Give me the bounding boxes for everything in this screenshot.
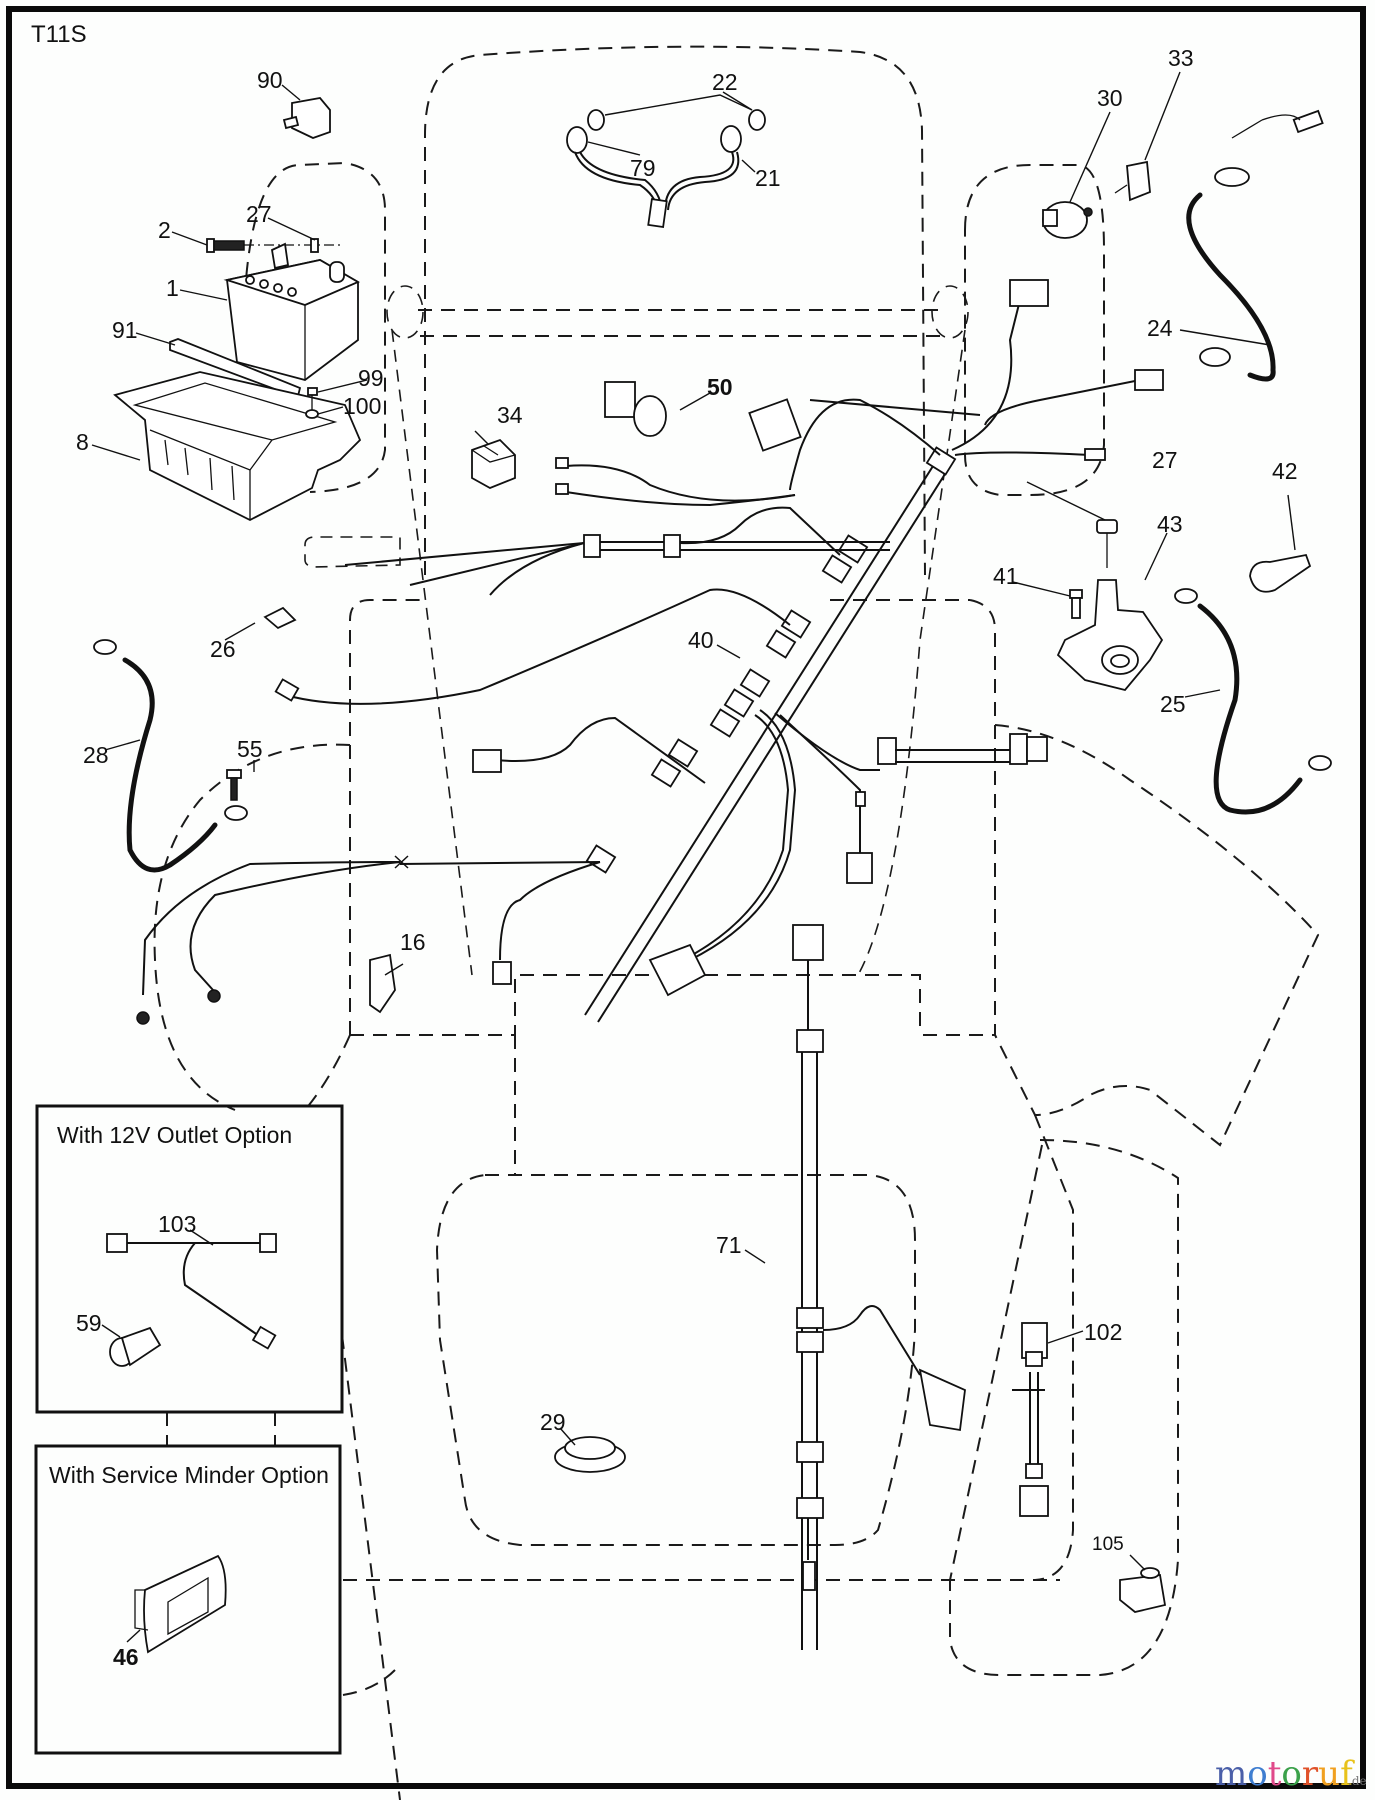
callout-1: 1	[166, 275, 179, 301]
part-28-ground-cable-icon	[93, 639, 248, 873]
svg-text:motoruf: motoruf	[1215, 1754, 1355, 1794]
part-30-ignition-switch-icon	[1042, 201, 1093, 239]
callout-21: 21	[755, 165, 781, 191]
callout-41: 41	[993, 563, 1019, 589]
part-79-socket-icon	[566, 125, 742, 154]
callout-46: 46	[113, 1644, 139, 1670]
part-102-adapter-harness-icon	[1012, 1322, 1049, 1517]
callout-8: 8	[76, 429, 89, 455]
part-21-headlight-harness-icon	[574, 151, 740, 229]
callout-26: 26	[210, 636, 236, 662]
part-71-harness-icon	[792, 924, 966, 1650]
part-8-battery-tray-icon	[113, 371, 362, 522]
part-100-washer-icon	[305, 409, 319, 419]
part-26-fuse-icon	[263, 606, 297, 630]
callout-24: 24	[1147, 315, 1173, 341]
callout-16: 16	[400, 929, 426, 955]
option-title-12v-outlet: With 12V Outlet Option	[57, 1122, 292, 1148]
part-29-horn-icon	[554, 1436, 626, 1473]
option-box-service-minder: With Service Minder Option	[34, 1444, 342, 1755]
callout-99: 99	[358, 365, 384, 391]
callout-90: 90	[257, 67, 283, 93]
callout-29: 29	[540, 1409, 566, 1435]
part-59-outlet-icon	[109, 1326, 162, 1367]
part-22-bulb-icon	[587, 94, 766, 131]
option-box-12v-outlet: With 12V Outlet Option	[35, 1104, 344, 1414]
callout-79: 79	[630, 155, 656, 181]
callout-103: 103	[158, 1211, 196, 1237]
watermark-letter: f	[1340, 1754, 1355, 1794]
chassis-outline	[153, 45, 1320, 1800]
watermark-letter: o	[1247, 1754, 1267, 1794]
part-50-pto-knob-icon	[604, 381, 667, 437]
watermark-suffix: .de	[1348, 1774, 1367, 1788]
part-34-switch-icon	[471, 438, 516, 489]
option-title-service-minder: With Service Minder Option	[49, 1462, 329, 1488]
callout-71: 71	[716, 1232, 742, 1258]
part-103-outlet-harness-icon	[106, 1233, 277, 1350]
callout-34: 34	[497, 402, 523, 428]
part-16-relay-icon	[369, 953, 396, 1014]
callout-91: 91	[112, 317, 138, 343]
callout-27-solenoid: 27	[1152, 447, 1178, 473]
part-25-cable-icon	[1174, 588, 1332, 815]
watermark-logo: motoruf .de	[1215, 1754, 1367, 1794]
part-41-bolt-icon	[1069, 589, 1083, 619]
callout-43: 43	[1157, 511, 1183, 537]
watermark-letter: r	[1302, 1754, 1319, 1794]
diagram-code: T11S	[31, 21, 87, 48]
callout-59: 59	[76, 1310, 102, 1336]
part-24-battery-cable-icon	[1186, 109, 1324, 382]
callout-40: 40	[688, 627, 714, 653]
callout-25: 25	[1160, 691, 1186, 717]
callout-105: 105	[1092, 1534, 1124, 1555]
part-105-module-icon	[1119, 1567, 1167, 1613]
callout-2: 2	[158, 217, 171, 243]
watermark-letter: m	[1215, 1754, 1247, 1794]
part-42-terminal-boot-icon	[1249, 553, 1312, 593]
callout-42: 42	[1272, 458, 1298, 484]
part-55-screw-icon	[226, 769, 242, 801]
part-99-screw-icon	[307, 387, 318, 410]
part-33-key-icon	[1114, 160, 1151, 202]
part-ground-wires-icon	[136, 855, 409, 1025]
part-46-service-minder-icon	[134, 1554, 227, 1654]
watermark-letter: t	[1268, 1754, 1282, 1794]
callout-22: 22	[712, 69, 738, 95]
part-43-solenoid-icon	[1056, 579, 1164, 692]
part-90-plug-icon	[282, 97, 331, 139]
callout-102: 102	[1084, 1319, 1122, 1345]
watermark-letter: o	[1281, 1754, 1301, 1794]
watermark-letter: u	[1318, 1754, 1340, 1794]
callout-30: 30	[1097, 85, 1123, 111]
part-27-nut-icon	[1096, 519, 1118, 568]
page-frame	[6, 6, 1366, 1789]
callout-28: 28	[83, 742, 109, 768]
callout-100: 100	[343, 393, 381, 419]
callout-55: 55	[237, 736, 263, 762]
callout-50: 50	[707, 374, 733, 400]
callout-27-battery: 27	[246, 201, 272, 227]
part-40-main-harness-icon	[274, 279, 1164, 1023]
part-module-icon	[748, 398, 802, 452]
callout-33: 33	[1168, 45, 1194, 71]
part-2-bolt-icon	[206, 238, 340, 253]
callouts: 90 2 27 1 91 8 99 100 22 79 21 30 33 24 …	[76, 45, 1298, 1670]
leader-lines	[91, 71, 1296, 1643]
